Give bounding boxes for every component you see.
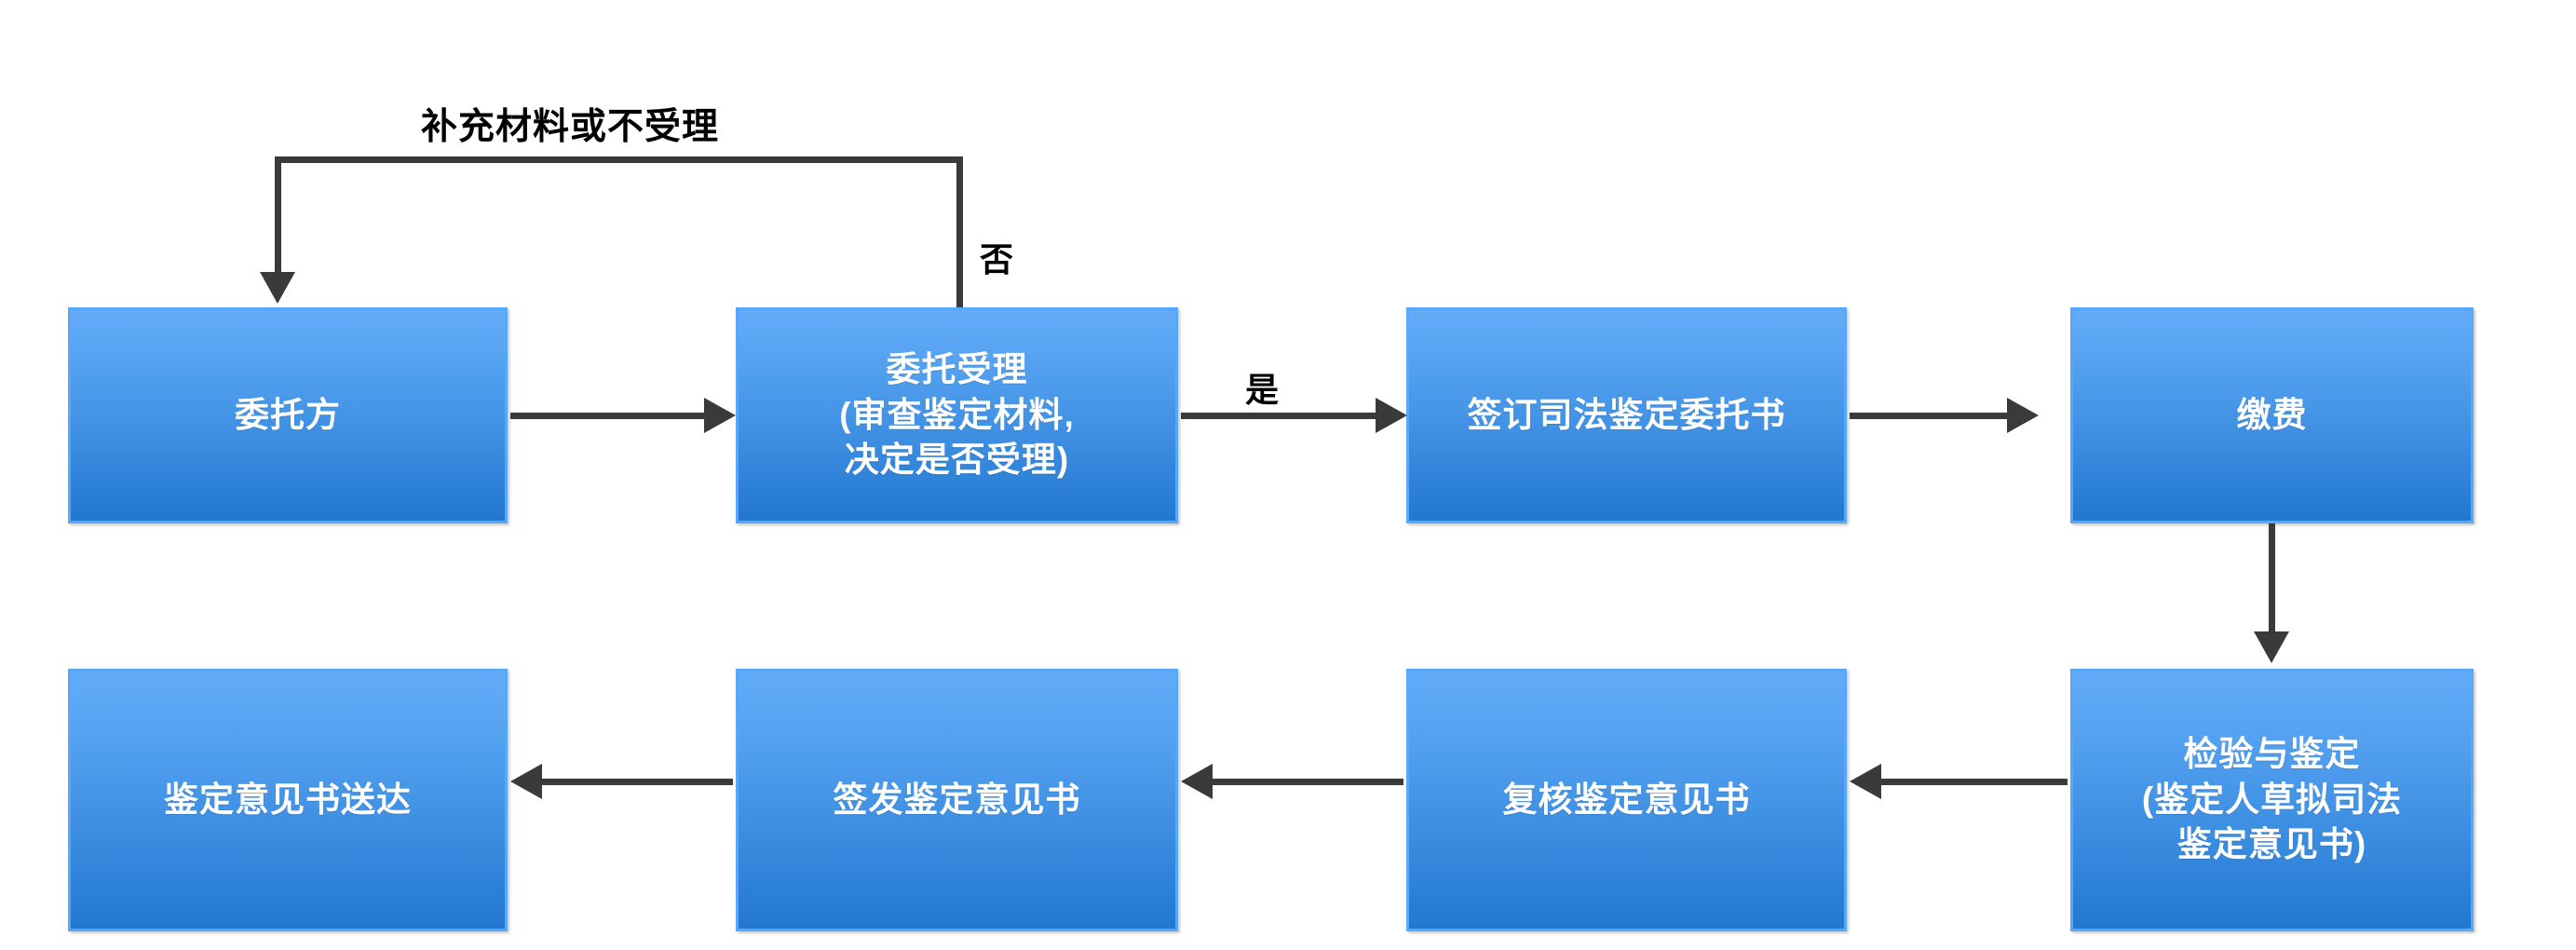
arrow-review-to-issue-line (1213, 779, 1403, 785)
node-review-opinion[interactable]: 复核鉴定意见书 (1406, 669, 1847, 931)
node-sign-commission[interactable]: 签订司法鉴定委托书 (1406, 307, 1847, 523)
arrow-examination-to-review-head (1850, 764, 1881, 799)
arrow-sign-to-payment-line (1850, 413, 2009, 419)
arrow-client-to-acceptance-line (510, 413, 706, 419)
node-issue-opinion-label: 签发鉴定意见书 (833, 780, 1081, 819)
node-issue-opinion[interactable]: 签发鉴定意见书 (736, 669, 1178, 931)
node-deliver-opinion[interactable]: 鉴定意见书送达 (68, 669, 508, 931)
arrow-issue-to-deliver-line (542, 779, 733, 785)
node-examination-label: 检验与鉴定 (鉴定人草拟司法 鉴定意见书) (2141, 734, 2403, 864)
node-acceptance-label: 委托受理 (审查鉴定材料, 决定是否受理) (839, 349, 1075, 480)
arrow-examination-to-review-line (1881, 779, 2068, 785)
arrow-issue-to-deliver-head (510, 764, 542, 799)
node-sign-commission-label: 签订司法鉴定委托书 (1467, 395, 1786, 434)
arrow-acceptance-to-sign-line (1181, 413, 1377, 419)
node-client-label: 委托方 (235, 395, 341, 434)
arrow-payment-to-examination-head (2254, 631, 2289, 663)
arrow-client-to-acceptance-head (704, 398, 736, 433)
node-client[interactable]: 委托方 (68, 307, 508, 523)
node-review-opinion-label: 复核鉴定意见书 (1502, 780, 1751, 819)
edge-label-no: 否 (980, 240, 1015, 278)
node-acceptance[interactable]: 委托受理 (审查鉴定材料, 决定是否受理) (736, 307, 1178, 523)
edge-label-loop-back: 补充材料或不受理 (421, 107, 720, 147)
node-examination[interactable]: 检验与鉴定 (鉴定人草拟司法 鉴定意见书) (2070, 669, 2474, 931)
node-payment[interactable]: 缴费 (2070, 307, 2474, 523)
arrow-acceptance-to-sign-head (1376, 398, 1407, 433)
loop-back-horizontal (275, 156, 963, 163)
arrow-payment-to-examination-line (2269, 523, 2275, 635)
arrow-sign-to-payment-head (2007, 398, 2039, 433)
loop-back-arrowhead (260, 272, 295, 304)
loop-back-vertical-left (275, 156, 281, 276)
loop-back-vertical-right (956, 156, 963, 311)
arrow-review-to-issue-head (1181, 764, 1213, 799)
edge-label-yes: 是 (1245, 371, 1281, 409)
node-deliver-opinion-label: 鉴定意见书送达 (164, 780, 412, 819)
node-payment-label: 缴费 (2236, 395, 2308, 434)
